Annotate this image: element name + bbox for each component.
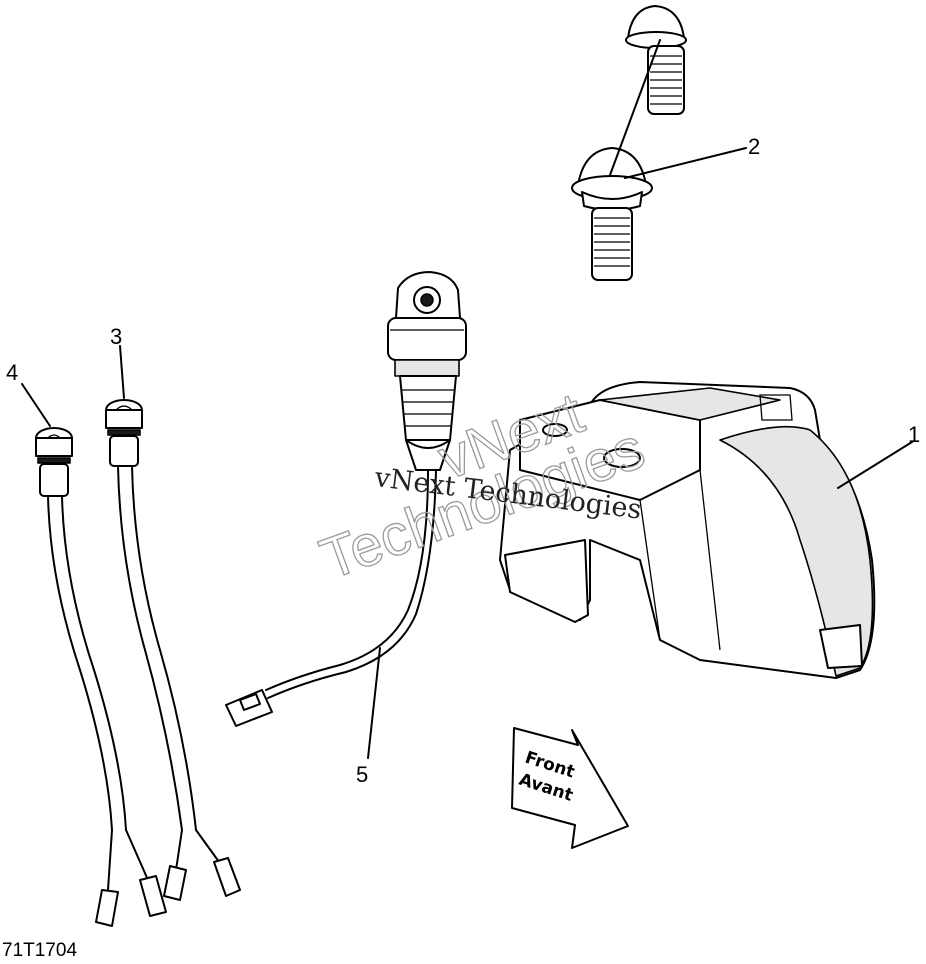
lamp-3: [105, 399, 241, 901]
leader-4: [21, 383, 51, 427]
bulb-connector: [225, 689, 273, 727]
leader-2: [609, 39, 747, 179]
callout-2: 2: [748, 134, 760, 159]
front-direction-arrow: Front Avant: [511, 727, 629, 849]
leader-1: [837, 441, 913, 489]
leader-3: [119, 345, 125, 399]
lamp-4: [35, 427, 167, 927]
callout-4: 4: [6, 360, 18, 385]
housing-bracket: [499, 381, 876, 679]
leader-5: [367, 647, 381, 759]
callout-5: 5: [356, 762, 368, 787]
figure-id: 71T1704: [2, 940, 78, 961]
screw-upper: [625, 5, 687, 115]
bulb-socket: [387, 271, 467, 471]
callout-1: 1: [908, 422, 920, 447]
callout-3: 3: [110, 324, 122, 349]
screw-lower: [571, 147, 653, 281]
bulb-wire: [265, 469, 437, 699]
